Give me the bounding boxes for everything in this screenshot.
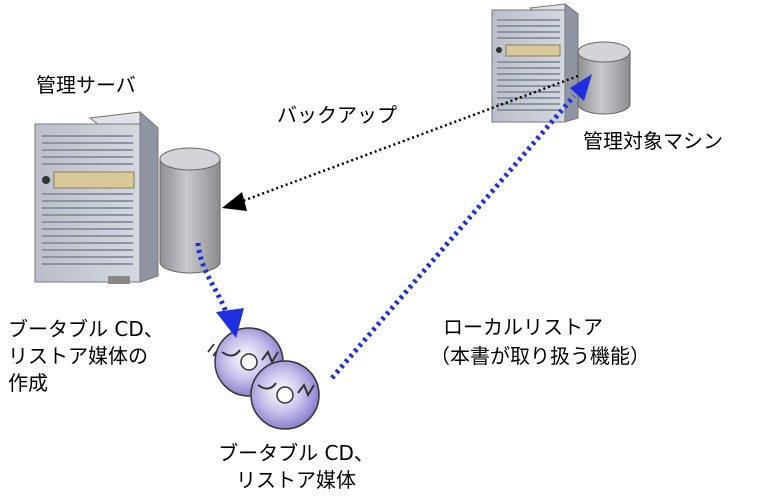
target-server-icon — [491, 2, 580, 123]
cd-discs-icon — [207, 327, 320, 430]
management-server-label: 管理サーバ — [36, 73, 136, 97]
target-machine-label: 管理対象マシン — [583, 129, 723, 153]
bootable-media-label: ブータブル CD、 リストア媒体 — [218, 441, 374, 492]
management-disk-icon — [159, 147, 221, 274]
create-media-arrow — [195, 242, 244, 338]
local-restore-label: ローカルリストア — [443, 315, 603, 339]
local-restore-note: （本書が取り扱う機能） — [430, 344, 650, 368]
target-disk-icon — [577, 41, 631, 115]
create-media-label: ブータブル CD、 リストア媒体の 作成 — [8, 317, 164, 395]
management-server-icon — [34, 110, 160, 284]
local-restore-arrow — [330, 74, 592, 380]
backup-label: バックアップ — [277, 103, 397, 127]
backup-arrow — [222, 74, 579, 211]
